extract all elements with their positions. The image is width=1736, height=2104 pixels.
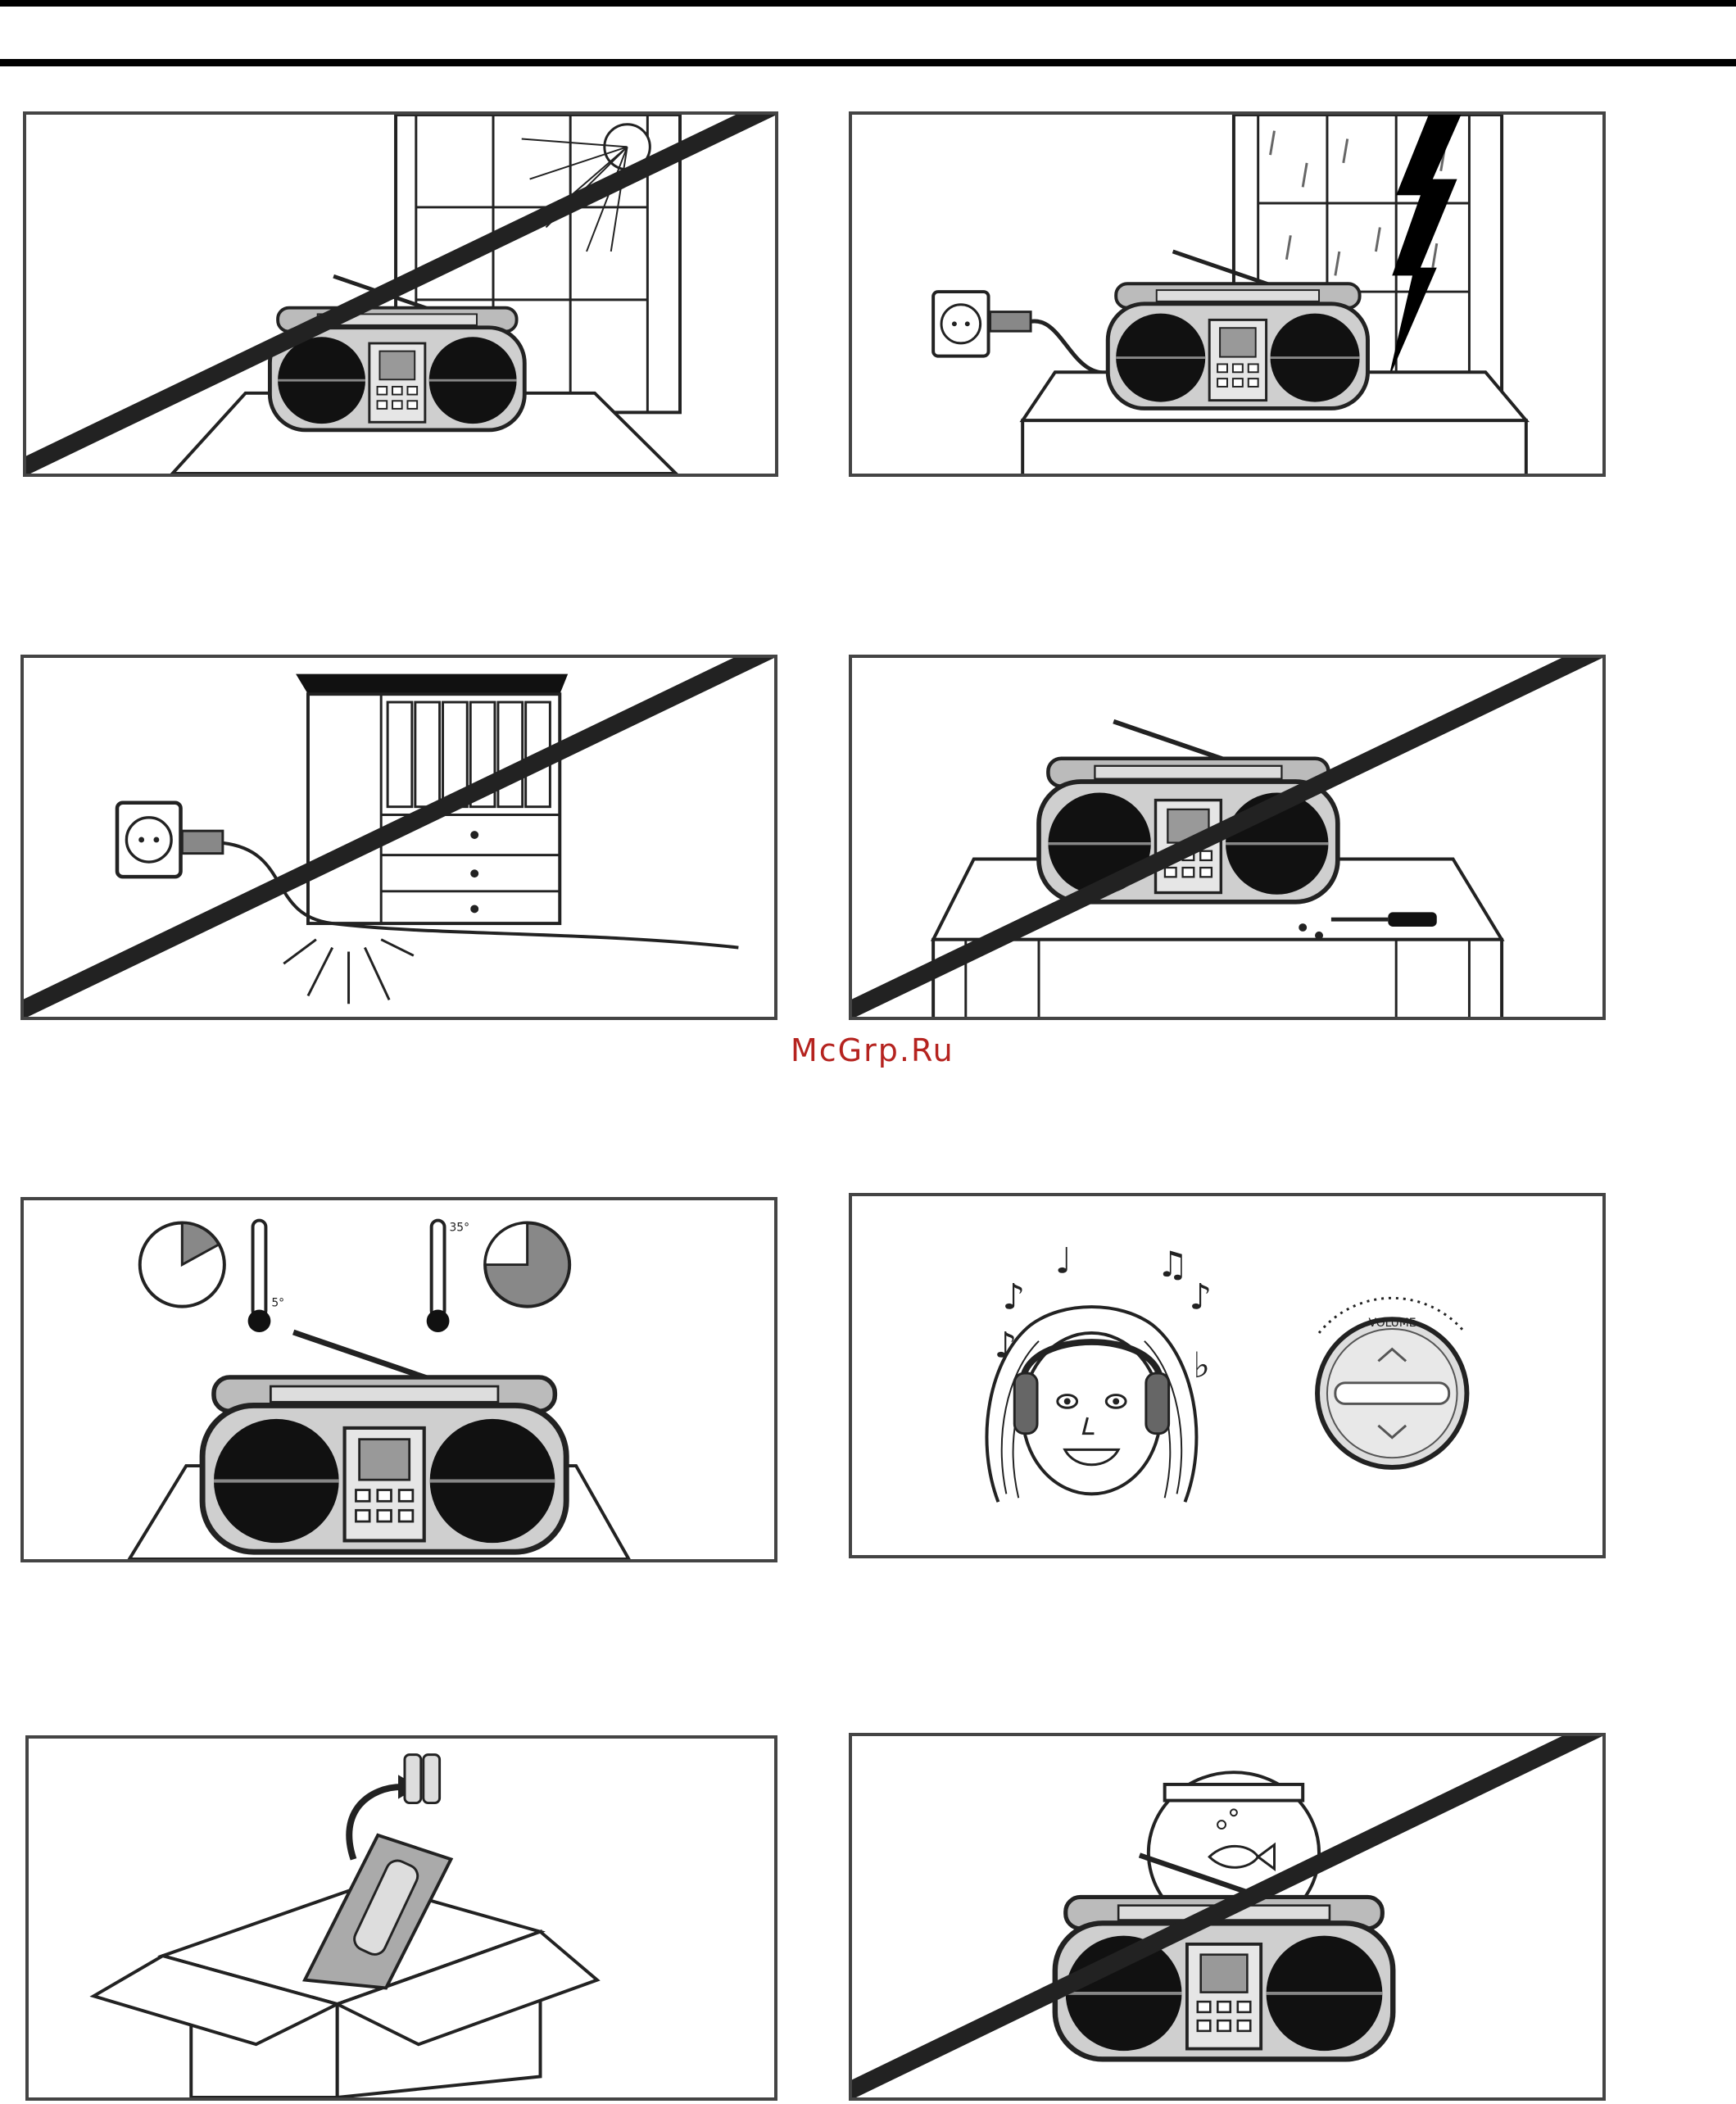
temperature-high-label: 35° [449,1221,469,1234]
watermark-text: McGrp.Ru [791,1032,954,1068]
volume-label: VOLUME [1368,1317,1416,1330]
boombox-disassembly-screwdriver-prohibited-icon [852,658,1602,1017]
temperature-low-label: 5° [271,1297,284,1310]
svg-text:♪: ♪ [1189,1277,1212,1318]
boombox-sunlight-window-prohibited-icon [26,115,775,474]
panel-disassembly-warning [849,655,1606,1020]
boombox-fishbowl-liquid-prohibited-icon [852,1736,1602,2097]
panel-remove-batteries [25,1735,777,2101]
top-rule-thick [0,59,1736,66]
panel-temperature-range: 5° 35° [20,1197,777,1562]
panel-headphones-volume: ♩♪ ♪♪ ♭♫ VOLUME [849,1193,1606,1558]
boombox-cabinet-cord-prohibited-icon [24,658,774,1017]
boombox-lightning-unplug-icon [852,115,1602,474]
svg-text:♫: ♫ [1157,1245,1189,1286]
panel-liquid-warning [849,1733,1606,2101]
boombox-temperature-range-icon: 5° 35° [24,1200,774,1559]
remove-batteries-packaging-icon [29,1739,774,2097]
panel-sunlight-warning [23,111,778,477]
top-rule-thin [0,0,1736,7]
svg-text:♩: ♩ [1055,1240,1072,1281]
svg-text:♪: ♪ [1002,1277,1025,1318]
panel-lightning-unplug [849,111,1606,477]
panel-cord-cabinet-warning [20,655,777,1020]
headphones-girl-volume-knob-icon: ♩♪ ♪♪ ♭♫ VOLUME [852,1196,1602,1555]
svg-text:♭: ♭ [1193,1345,1210,1386]
